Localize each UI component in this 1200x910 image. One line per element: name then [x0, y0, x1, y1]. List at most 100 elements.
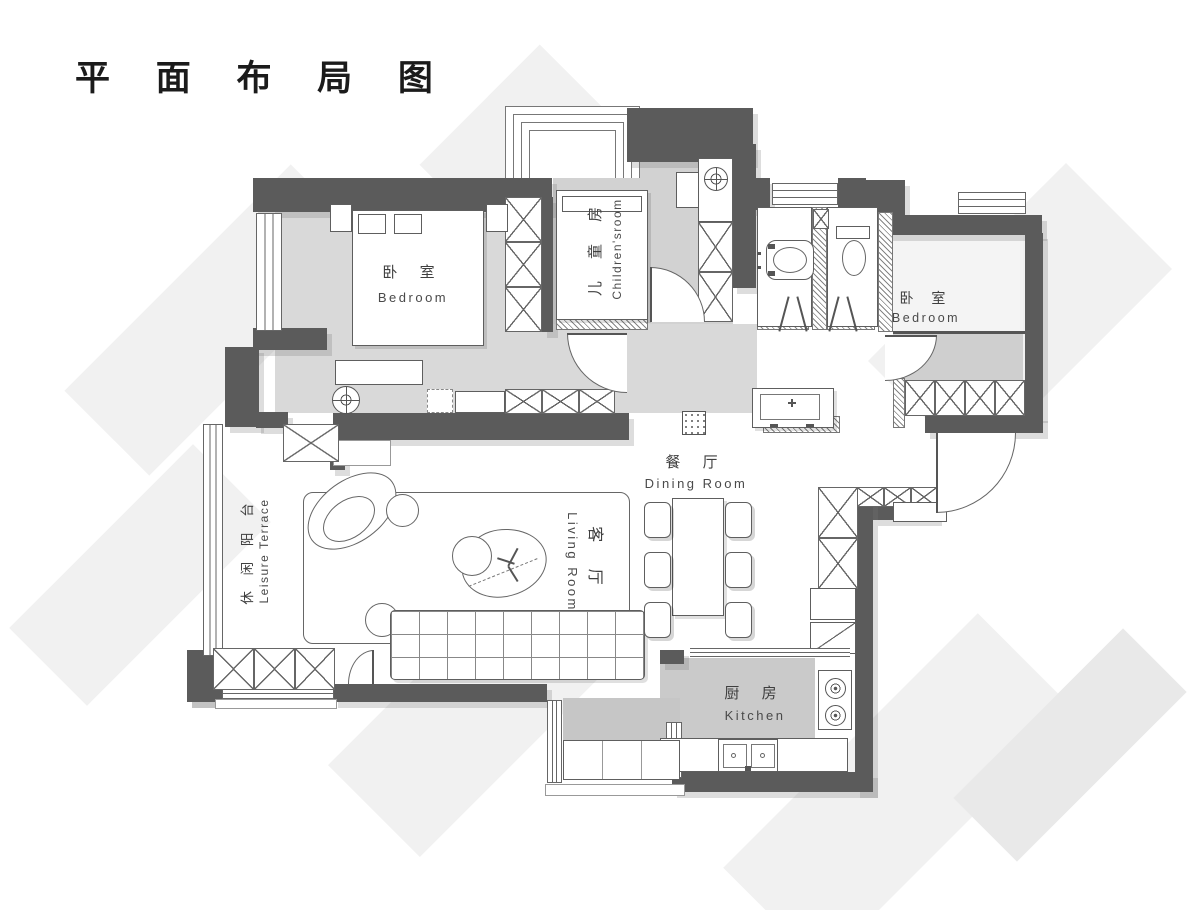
terrace-cabinet [283, 424, 339, 462]
chair [725, 552, 752, 588]
sideboard-foot [806, 424, 814, 427]
pillow [394, 214, 422, 234]
burner [825, 678, 846, 699]
kitchen-sliding-door [690, 648, 850, 657]
label-bedroom-left-en: Bedroom [377, 289, 449, 305]
kitchen-floor [660, 658, 815, 740]
door-leaf [885, 335, 937, 337]
label-bedroom-left-zh: 卧 室 [382, 263, 444, 281]
terrace-cabinet [295, 648, 335, 690]
toilet-bowl [842, 240, 866, 276]
nightstand [330, 204, 352, 232]
window [958, 192, 1026, 214]
wardrobe [505, 197, 542, 242]
burner [825, 705, 846, 726]
hallway-cabinet [818, 538, 858, 589]
balcony-step [545, 784, 685, 796]
sink-bowl [723, 744, 747, 768]
cabinet [810, 588, 856, 620]
wall [542, 197, 553, 332]
label-dining-room-zh: 餐 厅 [665, 453, 727, 471]
wall [750, 178, 770, 210]
step [333, 440, 391, 466]
wall [672, 772, 873, 792]
wall [253, 328, 327, 350]
wall-line [893, 331, 1025, 334]
window [203, 424, 223, 656]
partition-wall [878, 212, 893, 332]
plus-mark [791, 399, 793, 407]
bathtub-basin [773, 247, 807, 273]
wall [838, 178, 866, 208]
label-dining-room-en: Dining Room [644, 475, 748, 491]
sideboard-top [760, 394, 820, 420]
bedroom-right-floor [893, 218, 1023, 333]
drain [760, 753, 765, 758]
label-leisure-terrace-zh: 休 闲 阳 台 [240, 497, 255, 605]
door-leaf [936, 433, 938, 513]
hallway-cabinet [857, 487, 884, 507]
cabinet [542, 389, 579, 414]
tap [757, 252, 761, 255]
window [547, 700, 562, 783]
label-bedroom-right-en: Bedroom [891, 311, 961, 325]
wall [732, 144, 756, 288]
chair [644, 602, 671, 638]
toilet-tank [836, 226, 870, 239]
wardrobe [698, 222, 733, 272]
entry-door [936, 433, 1016, 513]
wardrobe [995, 380, 1025, 416]
label-childrens-room-en: Children'sroom [610, 198, 624, 300]
window [256, 213, 282, 331]
window-sill [215, 699, 337, 709]
sideboard-foot [770, 424, 778, 427]
bench [335, 360, 423, 385]
cabinet [579, 389, 615, 414]
wall [925, 415, 1043, 433]
pillow [358, 214, 386, 234]
cabinet [505, 389, 542, 414]
door-leaf [372, 650, 374, 684]
wall [660, 650, 684, 664]
window [772, 183, 838, 205]
hallway-cabinet [911, 487, 937, 507]
bathtub-grip [768, 244, 775, 249]
page-title: 平 面 布 局 图 [75, 59, 451, 98]
label-leisure-terrace-en: Leisure Terrace [257, 498, 271, 604]
chair [644, 502, 671, 538]
chair [725, 502, 752, 538]
drain [731, 753, 736, 758]
side-table [386, 494, 419, 527]
tap [757, 266, 761, 269]
column [682, 411, 706, 435]
ceiling-fixture [704, 167, 728, 191]
chair [725, 602, 752, 638]
nightstand [486, 204, 508, 232]
wardrobe [965, 380, 995, 416]
dining-table [672, 498, 724, 616]
coffee-table [452, 536, 492, 576]
sink-bowl [751, 744, 775, 768]
wall [256, 412, 288, 428]
label-kitchen-en: Kitchen [724, 707, 786, 723]
bathtub-grip [768, 271, 775, 276]
cabinet [455, 391, 505, 413]
hallway-cabinet [884, 487, 911, 507]
hallway-cabinet [818, 487, 858, 538]
wardrobe [505, 287, 542, 332]
wall [880, 215, 1042, 235]
label-childrens-room-zh: 儿 童 房 [586, 197, 604, 297]
wardrobe [698, 272, 733, 322]
wall [333, 413, 629, 440]
balcony-cabinet [563, 740, 680, 780]
desk [676, 172, 700, 208]
label-bedroom-right-zh: 卧 室 [899, 290, 953, 306]
terrace-cabinet [213, 648, 254, 690]
sofa [390, 610, 645, 680]
wall [225, 347, 259, 427]
balcony-floor [563, 698, 680, 740]
wardrobe [935, 380, 965, 416]
wardrobe [905, 380, 935, 416]
label-kitchen-zh: 厨 房 [724, 684, 786, 702]
